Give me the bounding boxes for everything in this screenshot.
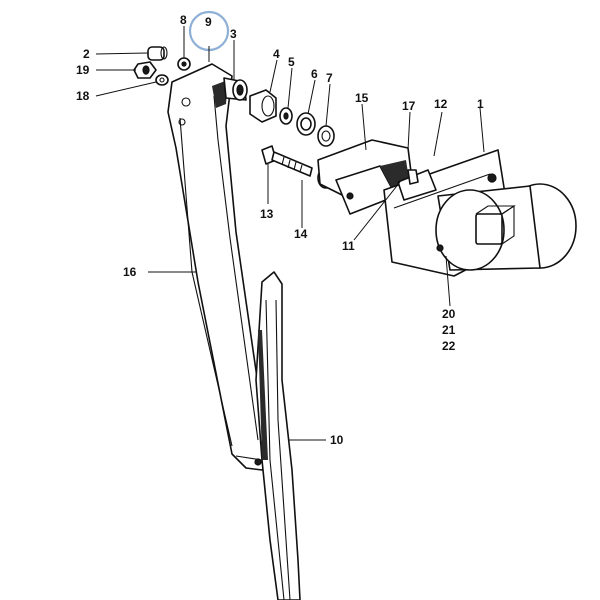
callout-11: 11 [342,239,355,253]
callout-5: 5 [288,55,295,69]
callout-10: 10 [330,433,344,447]
callout-14: 14 [294,227,308,241]
callout-4: 4 [273,47,280,61]
callout-7: 7 [326,71,333,85]
washer-7 [317,125,335,147]
cap-nut-2 [147,46,168,61]
washer-6 [296,112,316,136]
washer-5 [279,107,293,125]
washer-18 [155,74,169,86]
callout-20: 20 [442,307,456,321]
callout-15: 15 [355,91,369,105]
wiper-motor-1 [383,149,577,277]
callout-16: 16 [123,265,137,279]
callout-1: 1 [477,97,484,111]
callout-13: 13 [260,207,274,221]
callout-17: 17 [402,99,416,113]
nut-19 [133,61,157,79]
callout-9: 9 [205,15,212,29]
wiper-arm [167,63,271,471]
callouts: 1 2 3 4 5 6 7 8 9 10 11 12 13 14 15 16 1… [76,13,484,447]
callout-3: 3 [230,27,237,41]
wiper-blade [255,271,301,600]
callout-22: 22 [442,339,456,353]
callout-19: 19 [76,63,90,77]
spindle-bushing-3 [223,77,248,101]
callout-18: 18 [76,89,90,103]
leader-lines [95,26,485,441]
washer-8 [177,57,191,71]
callout-21: 21 [442,323,456,337]
callout-12: 12 [434,97,448,111]
bolt-13 [261,145,313,177]
callout-8: 8 [180,13,187,27]
nut-4 [249,89,277,123]
callout-6: 6 [311,67,318,81]
callout-2: 2 [83,47,90,61]
